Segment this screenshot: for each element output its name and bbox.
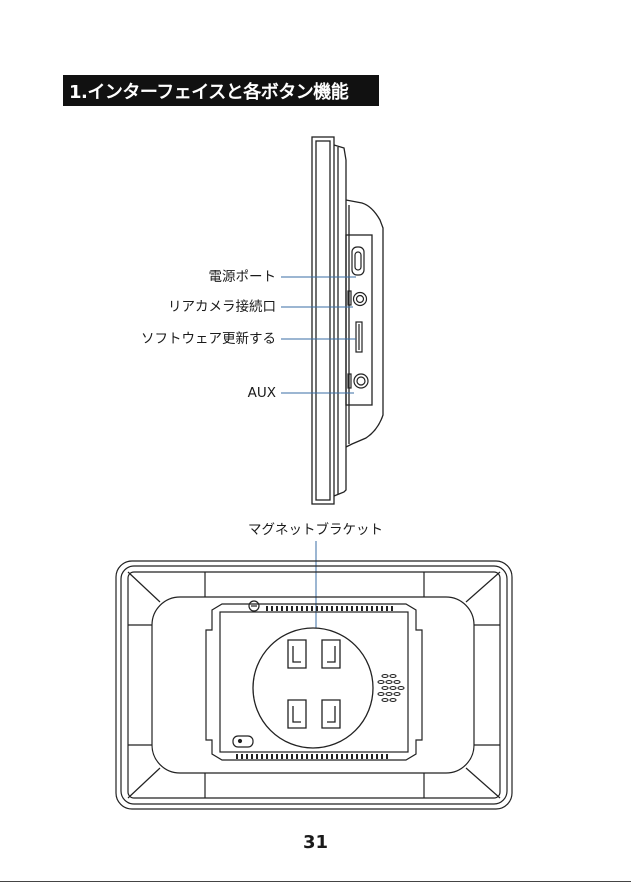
- speaker-grille-icon: [378, 675, 404, 702]
- aux-port-icon: [348, 374, 368, 388]
- sd-card-slot-icon: [356, 322, 362, 352]
- callout-leader-lines: [281, 277, 356, 628]
- screw-icon: [249, 601, 259, 611]
- vent-slots-top: [266, 606, 393, 611]
- power-port-icon: [352, 247, 364, 275]
- bottom-divider: [0, 881, 631, 882]
- vent-slots-bottom: [236, 754, 388, 759]
- page-number: 31: [0, 832, 631, 853]
- reset-hole-icon: [233, 736, 253, 747]
- magnet-bracket: [253, 628, 373, 748]
- rear-camera-port-icon: [348, 291, 367, 306]
- rear-view-device: [116, 561, 512, 809]
- side-view-device: [312, 137, 383, 504]
